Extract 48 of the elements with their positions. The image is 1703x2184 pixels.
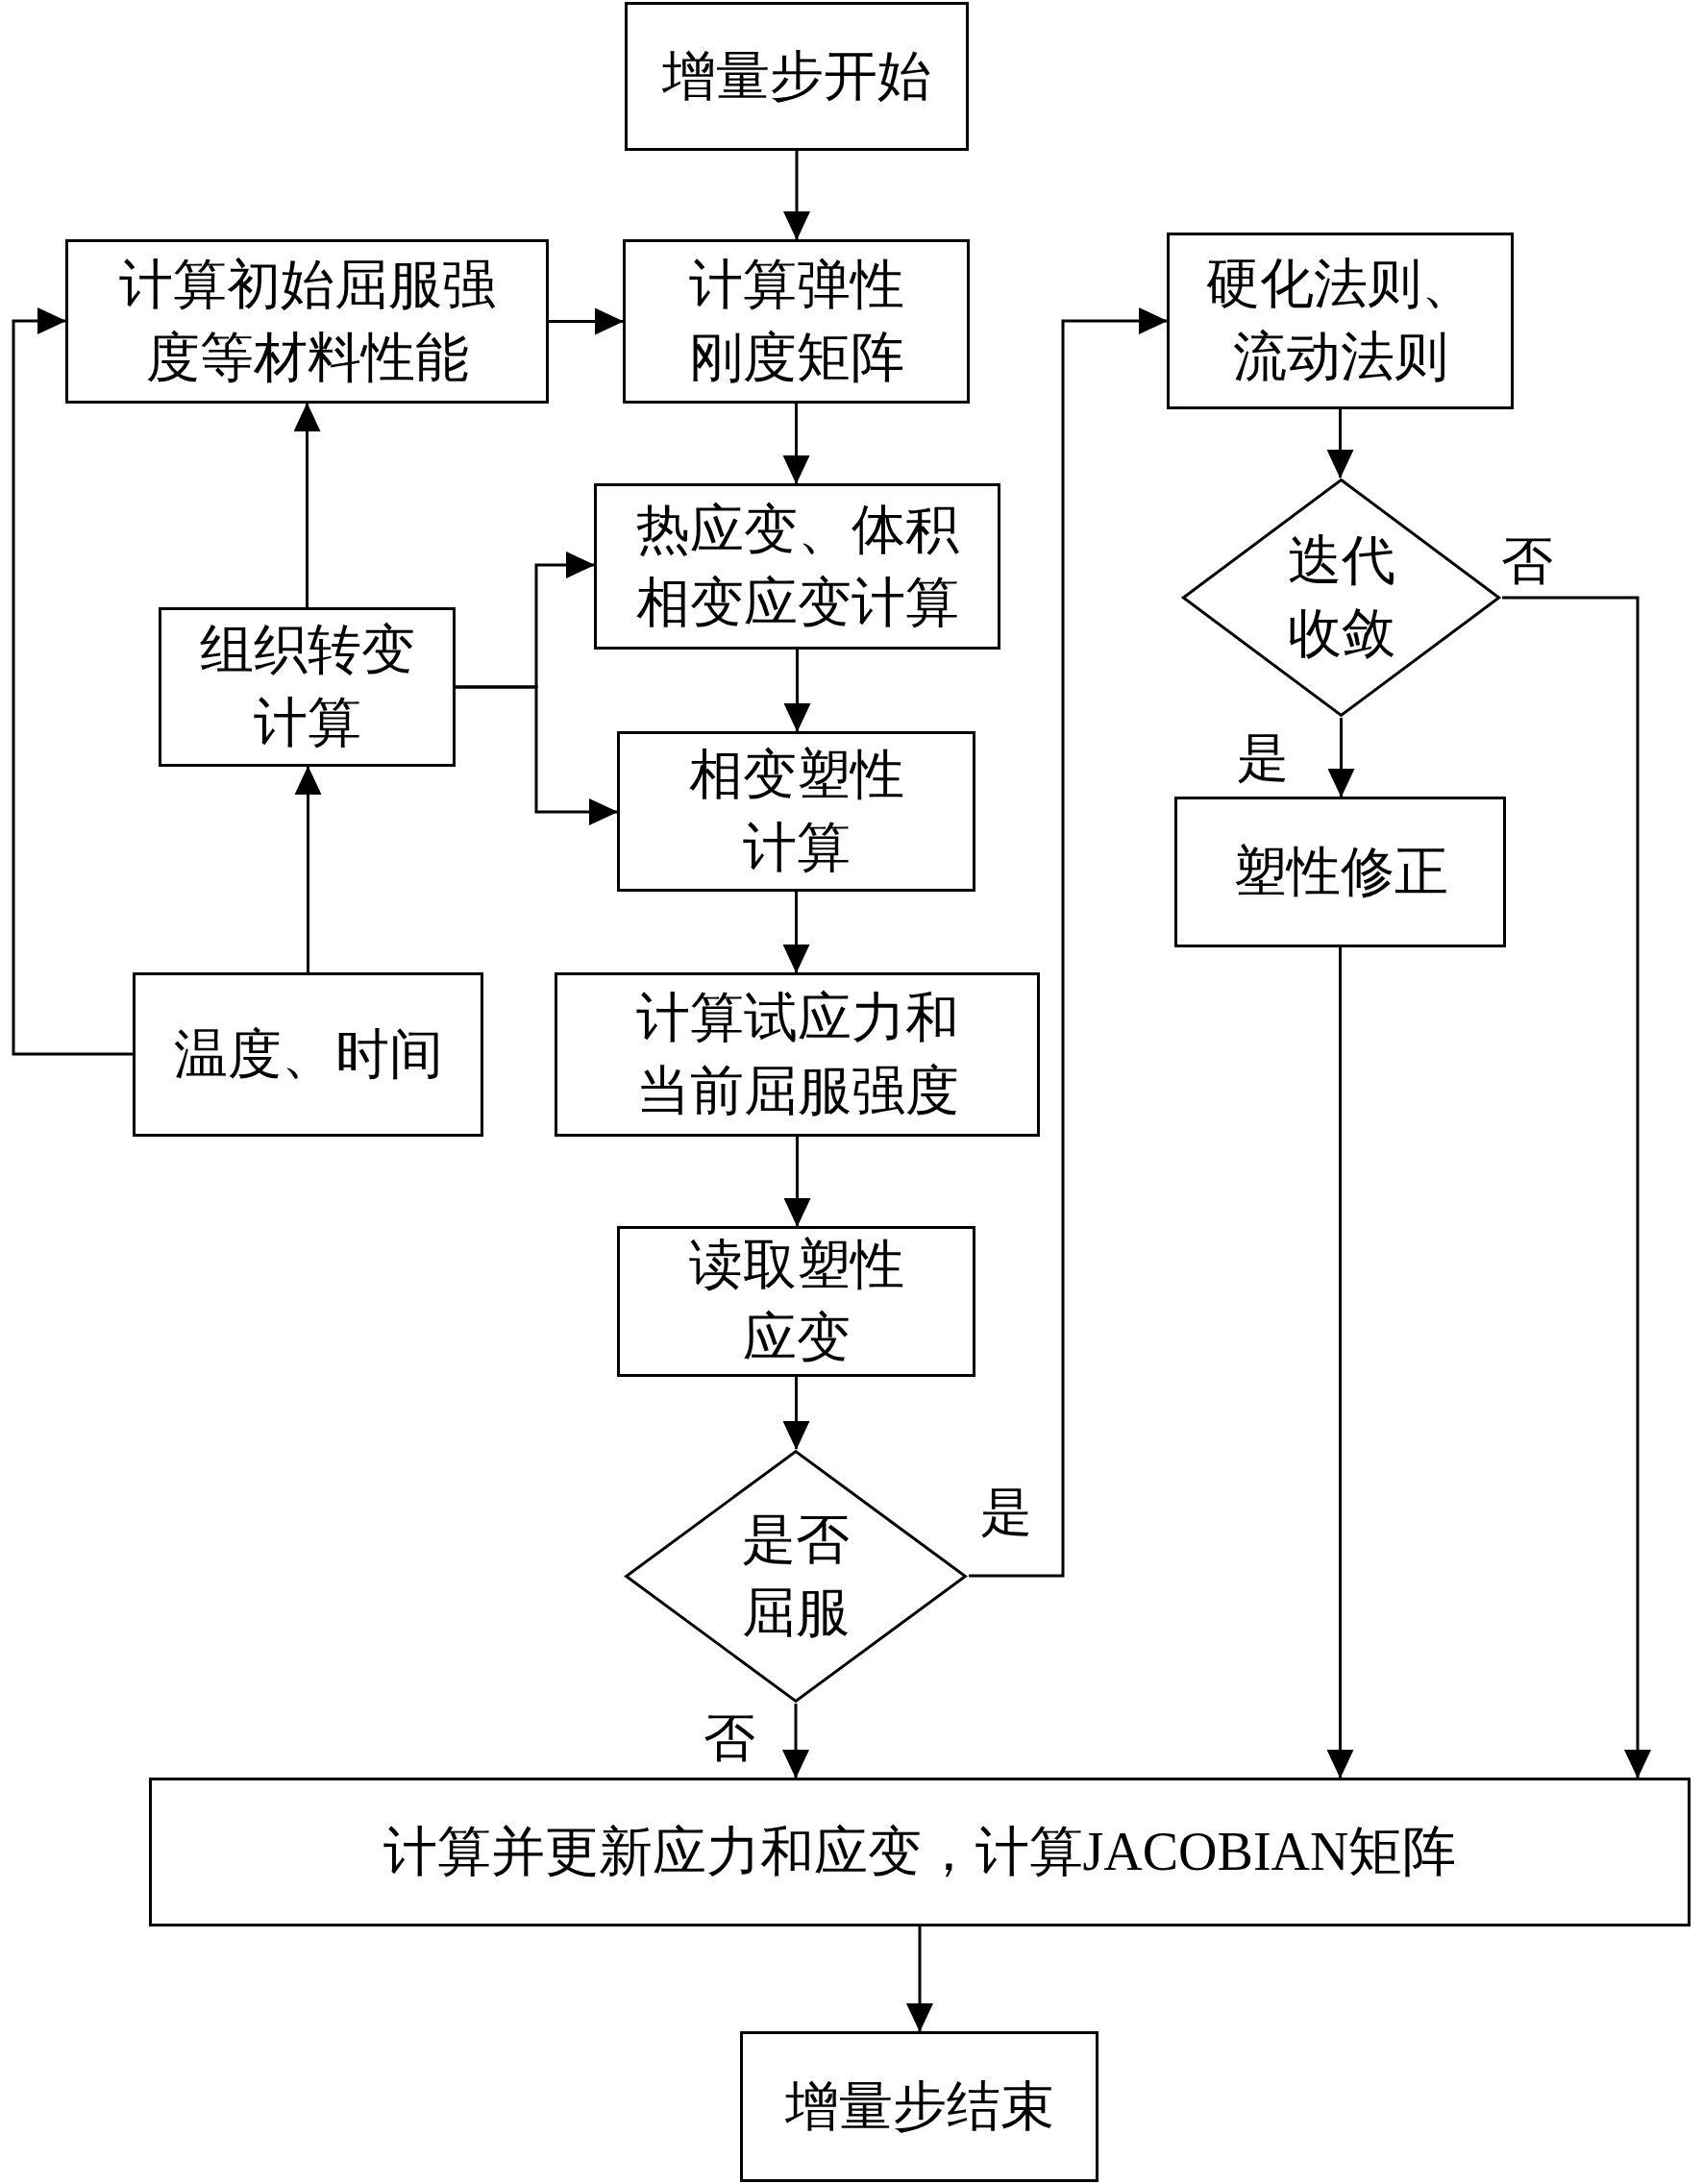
arrow [783,151,810,240]
arrow [294,766,322,972]
arrow [783,650,811,732]
arrow [1326,947,1354,1779]
node-text: 计算初始屈服强度等材料性能 [117,253,497,389]
arrow [782,404,810,484]
process-box [1167,233,1514,409]
process-box [617,1226,975,1377]
node-text: 增量步结束 [783,2074,1055,2138]
process-box [617,731,975,892]
arrow [782,1377,810,1450]
node-text: 是否屈服 [741,1508,851,1644]
arrow [783,1137,811,1227]
decision-diamond [623,1449,969,1704]
arrow [456,685,618,825]
process-box [1174,797,1506,947]
process-box [625,2,969,151]
node-text: 硬化法则、流动法则 [1204,253,1476,388]
process-box [623,239,970,404]
arrow [12,307,133,1056]
process-box [149,1778,1691,1926]
node-text: 增量步开始 [661,44,932,108]
arrow [1326,409,1354,479]
node-text: 计算并更新应力和应变，计算JACOBIAN矩阵 [382,1820,1458,1883]
arrow [969,307,1168,1578]
node-text: 迭代收敛 [1286,529,1396,665]
process-box [555,972,1040,1137]
process-box [740,2031,1098,2182]
node-text: 计算弹性刚度矩阵 [687,253,905,389]
node-text: 计算试应力和当前屈服强度 [634,986,960,1122]
arrow [1502,596,1651,1779]
node-text: 相变塑性计算 [687,743,905,879]
node-text: 热应变、体积相变应变计算 [634,498,960,634]
decision-diamond [1180,478,1502,718]
arrow [906,1926,933,2032]
node-text: 组织转变计算 [198,619,416,754]
arrow [293,403,321,607]
arrow [782,892,810,973]
arrow [782,1704,809,1779]
process-box [133,972,483,1137]
node-text: 读取塑性应变 [687,1233,905,1369]
process-box [594,483,1000,650]
arrow [549,307,624,335]
node-text: 温度、时间 [172,1022,444,1086]
node-text: 塑性修正 [1231,840,1449,903]
arrow [1327,718,1355,798]
process-box [159,607,456,767]
process-box [65,239,549,404]
